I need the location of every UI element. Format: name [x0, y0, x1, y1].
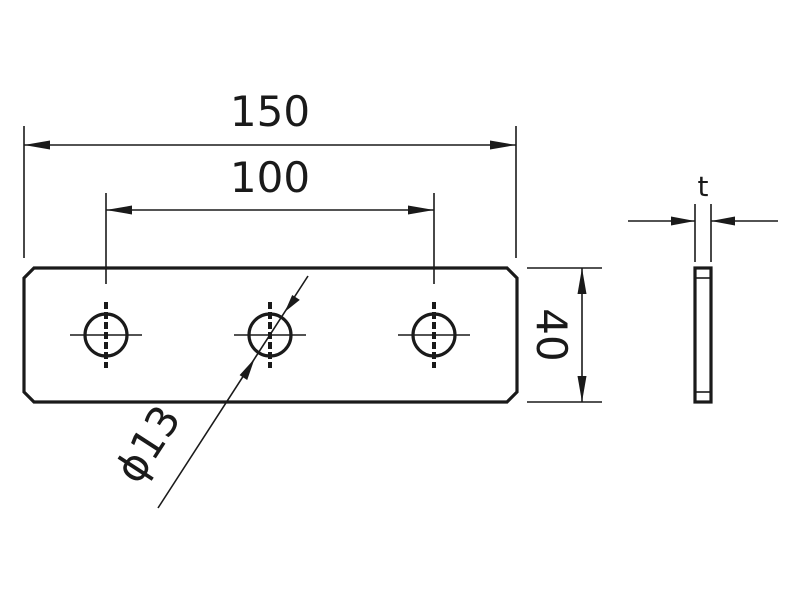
plate-side-outline	[693, 266, 713, 404]
dimension-thickness: t	[628, 170, 778, 262]
dimension-label-100: 100	[230, 153, 310, 202]
arrowhead-left	[106, 205, 132, 215]
hole-right	[398, 302, 470, 368]
dimension-overall-length: 150	[23, 87, 517, 258]
arrowhead-thickness-left	[671, 216, 695, 226]
dimension-height: 40	[527, 267, 602, 403]
dimension-label-150: 150	[230, 87, 310, 136]
dimension-hole-diameter: ϕ13	[105, 275, 309, 509]
arrowhead-outer	[284, 295, 300, 312]
diameter-leader-line	[157, 275, 309, 509]
dimension-label-40: 40	[527, 308, 576, 361]
arrowhead-right	[490, 140, 516, 150]
side-view	[693, 266, 713, 404]
arrowhead-thickness-right	[711, 216, 735, 226]
dimension-label-thickness: t	[698, 170, 709, 203]
arrowhead-top	[577, 268, 587, 294]
dimension-hole-spacing: 100	[105, 153, 435, 284]
arrowhead-left	[24, 140, 50, 150]
arrowhead-inner	[239, 358, 255, 380]
hole-left	[70, 302, 142, 368]
arrowhead-right	[408, 205, 434, 215]
plate-outline	[22, 266, 519, 404]
arrowhead-bottom	[577, 376, 587, 402]
